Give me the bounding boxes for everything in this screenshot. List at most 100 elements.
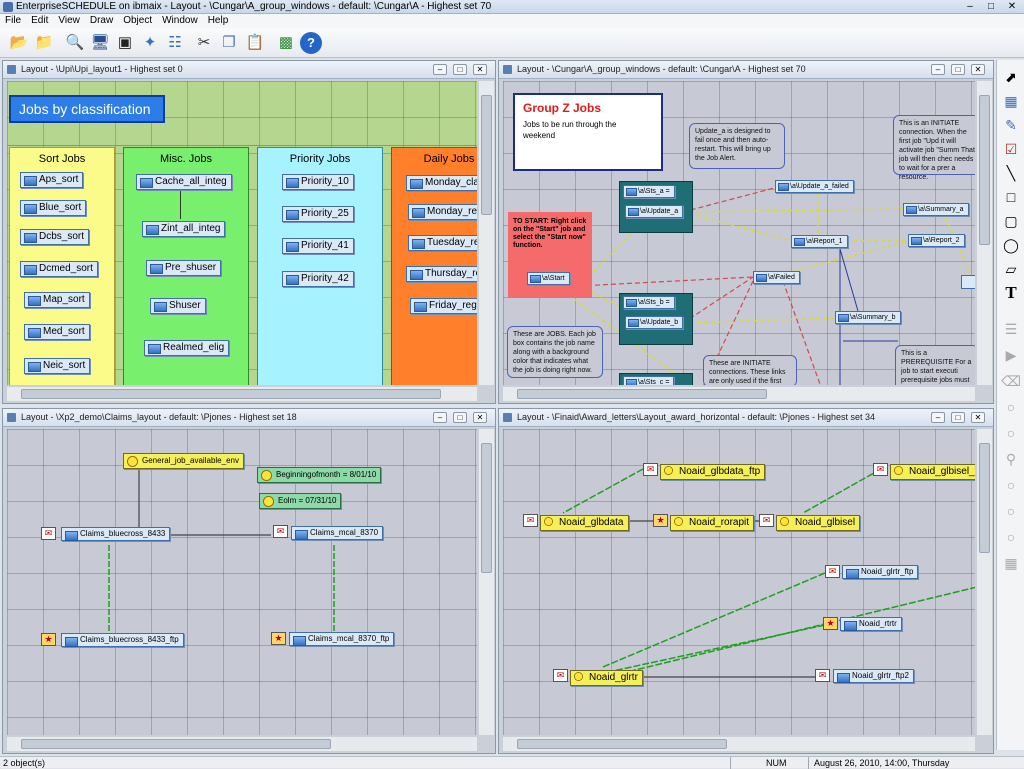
job-sts-c[interactable]: \a\Sts_c = [623,376,675,385]
job-eolm[interactable]: Eolm = 07/31/10 [259,493,342,509]
job-blue-sort[interactable]: Blue_sort [20,200,87,216]
disabled-icon[interactable]: ○ [1006,477,1016,493]
job-shuser[interactable]: Shuser [150,298,206,314]
job-priority-10[interactable]: Priority_10 [282,174,354,190]
horizontal-scrollbar[interactable] [7,387,477,401]
menu-view[interactable]: View [58,15,80,26]
menu-window[interactable]: Window [162,15,198,26]
job-noaid-glbisel[interactable]: Noaid_glbisel [776,515,861,531]
find-icon[interactable]: 🔍 [65,34,85,51]
job-partial[interactable] [961,275,975,289]
menu-draw[interactable]: Draw [89,15,114,26]
job-tuesday-reg[interactable]: Tuesday_reg [408,235,477,251]
minimize-button[interactable]: – [967,1,973,12]
panel-close-button[interactable]: ✕ [971,64,985,75]
job-dcmed-sort[interactable]: Dcmed_sort [20,261,98,277]
layout-canvas[interactable]: General_job_available_env Beginningofmon… [7,429,477,735]
menu-file[interactable]: File [5,15,22,26]
maximize-button[interactable]: □ [987,1,995,12]
open-folder-icon[interactable]: 📂 [9,34,29,51]
job-priority-42[interactable]: Priority_42 [282,271,354,287]
job-noaid-glbdata[interactable]: Noaid_glbdata [540,515,629,531]
tree-icon[interactable]: ☷ [168,34,182,51]
polygon-icon[interactable]: ▱ [1005,261,1017,277]
search-icon[interactable]: ⚲ [1005,451,1017,467]
job-update-b[interactable]: \a\Update_b [625,316,684,329]
calendar-icon[interactable]: ▦ [1004,555,1018,571]
job-noaid-glbdata-ftp[interactable]: Noaid_glbdata_ftp [660,464,766,480]
play-icon[interactable]: ▶ [1005,347,1017,363]
job-failed[interactable]: \a\Failed [753,271,800,284]
menu-help[interactable]: Help [207,15,229,26]
job-update-a-failed[interactable]: \a\Update_a_failed [775,180,854,193]
panel-restore-button[interactable]: □ [453,412,467,423]
edit-note-icon[interactable]: ✎ [1005,117,1017,133]
job-claims-mcal-8370[interactable]: Claims_mcal_8370 [291,526,384,540]
job-report-2[interactable]: \a\Report_2 [908,234,965,247]
job-claims-bluecross-8433-ftp[interactable]: Claims_bluecross_8433_ftp [61,633,184,647]
job-noaid-glbisel-ftp[interactable]: Noaid_glbisel_ftp [890,464,975,480]
job-monday-claims[interactable]: Monday_claims [406,175,477,191]
job-general-job-available-env[interactable]: General_job_available_env [123,453,244,469]
job-map-sort[interactable]: Map_sort [24,292,90,308]
job-report-1[interactable]: \a\Report_1 [791,235,848,248]
close-button[interactable]: ✕ [1007,1,1017,12]
panel-restore-button[interactable]: □ [951,64,965,75]
help-icon[interactable]: ? [300,32,322,54]
job-pre-shuser[interactable]: Pre_shuser [146,260,222,276]
job-update-a[interactable]: \a\Update_a [625,205,684,218]
job-start[interactable]: \a\Start [527,272,570,285]
job-priority-25[interactable]: Priority_25 [282,206,354,222]
text-tool-icon[interactable]: T [1005,283,1017,302]
console-icon[interactable]: ▣ [117,34,133,51]
job-summary-a[interactable]: \a\Summary_a [903,203,969,216]
job-neic-sort[interactable]: Neic_sort [24,358,91,374]
cut-icon[interactable]: ✂ [197,34,211,51]
panel-close-button[interactable]: ✕ [473,412,487,423]
job-thursday-reg[interactable]: Thursday_reg [406,266,477,282]
layout-canvas[interactable]: ✉ Noaid_glbdata_ftp ✉ Noaid_glbisel_ftp … [503,429,975,735]
erase-icon[interactable]: ⌫ [1001,373,1021,389]
rectangle-icon[interactable]: □ [1006,189,1016,205]
disabled-icon[interactable]: ○ [1006,425,1016,441]
job-zint-all-integ[interactable]: Zint_all_integ [142,221,226,237]
panel-minimize-button[interactable]: – [433,64,447,75]
menu-object[interactable]: Object [123,15,153,26]
job-realmed-elig[interactable]: Realmed_elig [144,340,230,356]
panel-minimize-button[interactable]: – [433,412,447,423]
job-sts-a[interactable]: \a\Sts_a = [623,185,675,198]
panel-close-button[interactable]: ✕ [473,64,487,75]
panel-minimize-button[interactable]: – [931,412,945,423]
paste-icon[interactable]: 📋 [245,34,265,51]
job-summary-b[interactable]: \a\Summary_b [835,311,901,324]
job-monday-reg[interactable]: Monday_reg [408,204,477,220]
open-folder-alt-icon[interactable]: 📁 [34,34,54,51]
batch-icon[interactable]: ▩ [278,34,294,51]
disabled-icon[interactable]: ○ [1006,503,1016,519]
disabled-icon[interactable]: ○ [1006,399,1016,415]
rounded-rect-icon[interactable]: ▢ [1004,213,1018,229]
job-claims-bluecross-8433[interactable]: Claims_bluecross_8433 [61,527,171,541]
job-claims-mcal-8370-ftp[interactable]: Claims_mcal_8370_ftp [289,632,395,646]
job-friday-reg[interactable]: Friday_reg [410,298,477,314]
layout-icon[interactable]: ▦ [1004,93,1018,109]
panel-restore-button[interactable]: □ [453,64,467,75]
job-beginningofmonth[interactable]: Beginningofmonth = 8/01/10 [257,467,382,483]
note-icon[interactable]: ☑ [1004,141,1018,157]
ellipse-icon[interactable]: ◯ [1003,237,1019,253]
menu-edit[interactable]: Edit [31,15,49,26]
monitor-icon[interactable]: 🖥 [90,34,110,51]
job-sts-b[interactable]: \a\Sts_b = [623,296,675,309]
list-icon[interactable]: ☰ [1004,321,1018,337]
vertical-scrollbar[interactable] [479,429,494,735]
vertical-scrollbar[interactable] [977,81,992,385]
job-priority-41[interactable]: Priority_41 [282,238,354,254]
job-med-sort[interactable]: Med_sort [24,324,90,340]
job-aps-sort[interactable]: Aps_sort [20,172,84,188]
layout-canvas[interactable]: Group Z Jobs Jobs to be run through the … [503,81,975,385]
disabled-icon[interactable]: ○ [1006,529,1016,545]
job-cache-all-integ[interactable]: Cache_all_integ [136,174,232,190]
horizontal-scrollbar[interactable] [503,737,975,751]
new-window-icon[interactable]: ✦ [143,34,157,51]
vertical-scrollbar[interactable] [977,429,992,735]
